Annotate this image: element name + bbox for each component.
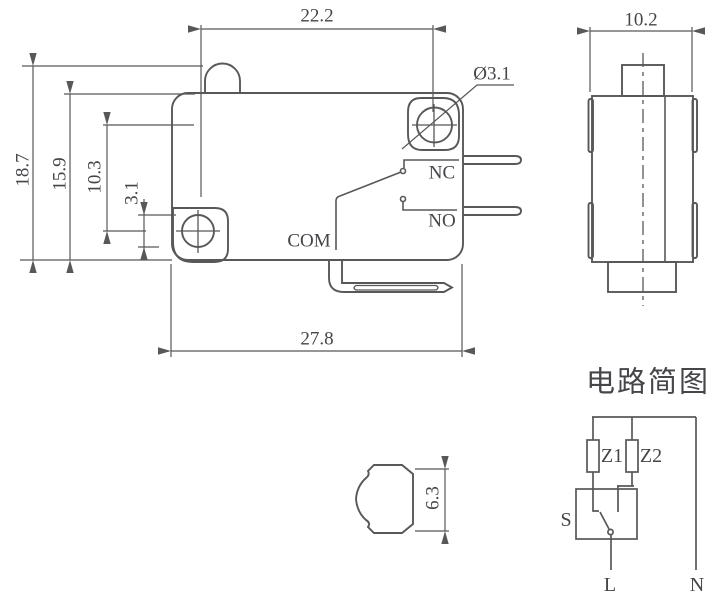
ext-lines-102 — [589, 27, 693, 92]
circuit-z1-wire-bottom — [592, 472, 599, 512]
dim-label-bottom-height: 6.3 — [422, 486, 444, 510]
dim-label-hole-span: 10.3 — [84, 160, 106, 194]
circuit-z2-resistor — [625, 439, 639, 473]
circuit-z2-wire-bottom — [617, 472, 634, 512]
circuit-z1-resistor — [586, 439, 600, 473]
circuit-switch-box — [575, 488, 638, 540]
nc-contact-point — [399, 167, 407, 175]
front-view-dimensions — [20, 25, 514, 357]
mounting-boss-bottom — [172, 207, 229, 263]
switch-body-outline — [171, 92, 464, 261]
side-bottom-boss — [607, 261, 677, 293]
circuit-switch-pivot — [607, 528, 614, 536]
mounting-hole-bottom-crosshair — [176, 210, 220, 253]
mounting-hole-top-crosshair — [412, 104, 457, 147]
terminal-label-com: COM — [287, 230, 331, 252]
side-rib-left-top — [587, 98, 594, 153]
terminal-label-nc: NC — [428, 162, 456, 184]
dim-label-top-width: 22.2 — [300, 5, 334, 27]
no-contact-lead — [402, 202, 457, 211]
circuit-label-live: L — [603, 574, 617, 596]
dim-label-body-height: 15.9 — [49, 157, 71, 191]
circuit-label-neutral: N — [689, 574, 705, 596]
no-terminal-pin — [463, 206, 522, 216]
plunger-button-outline — [204, 62, 241, 93]
dim-label-overall-height: 18.7 — [12, 153, 34, 187]
side-view-dimensions — [577, 27, 705, 92]
bottom-view — [355, 464, 414, 534]
circuit-diagram — [575, 416, 697, 570]
bottom-view-dimensions — [415, 456, 449, 544]
circuit-label-z2: Z2 — [639, 445, 663, 467]
dim-label-hole-diameter: Ø3.1 — [473, 63, 511, 85]
circuit-label-z1: Z1 — [600, 445, 624, 467]
com-terminal-slot — [353, 284, 439, 291]
terminal-label-no: NO — [428, 210, 456, 232]
mounting-boss-top — [407, 97, 460, 151]
no-contact-point — [399, 195, 407, 203]
dim-label-hole-offset: 3.1 — [121, 181, 143, 205]
dim-label-side-width: 10.2 — [624, 9, 658, 31]
side-view — [587, 53, 698, 306]
nc-terminal-pin — [463, 155, 522, 165]
com-contact-arm — [335, 171, 402, 250]
front-view — [171, 62, 522, 293]
side-rib-left-bottom — [587, 202, 594, 259]
circuit-switch-blade — [599, 511, 610, 530]
bottom-profile-outline — [355, 464, 414, 534]
contact-mechanism — [335, 159, 459, 250]
nc-contact-lead — [403, 159, 459, 168]
circuit-label-switch: S — [560, 509, 572, 531]
circuit-title: 电路简图 — [585, 366, 711, 399]
leader-line-hole-diameter — [401, 84, 514, 150]
dim-label-bottom-width: 27.8 — [300, 328, 334, 350]
com-terminal-lever — [328, 260, 454, 293]
